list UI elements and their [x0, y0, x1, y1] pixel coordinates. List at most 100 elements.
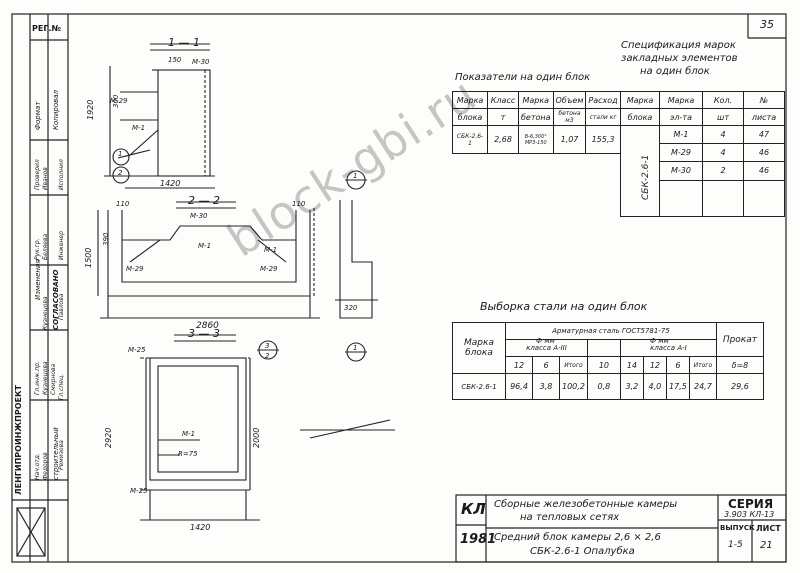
title-series: 3.903 КЛ-13: [724, 510, 775, 519]
indicators-header: Класс: [487, 91, 519, 109]
spec-header: Марка: [659, 91, 703, 109]
label-m1: М-1: [132, 124, 146, 132]
dim-390: 390: [102, 232, 110, 246]
spec-title-2: закладных элементов: [621, 53, 738, 64]
steel-dia: 14: [619, 356, 644, 374]
title-issue: 1-5: [728, 540, 743, 550]
dim-1920: 1920: [86, 99, 95, 120]
dim-110: 110: [292, 200, 306, 208]
indicators-cell: В-6,300° МРЗ-150: [518, 125, 554, 154]
steel-cell: 0,8: [586, 373, 621, 400]
strip-signer-label: Рук.гр.: [34, 238, 41, 260]
dim-320: 320: [344, 304, 358, 312]
spec-cell: 2: [702, 161, 744, 181]
dim-1420: 1420: [160, 179, 181, 188]
spec-subheader: блока: [620, 108, 660, 126]
spec-subheader: шт: [702, 108, 744, 126]
spec-subheader: эл-та: [659, 108, 703, 126]
label-m29: М-29: [126, 265, 144, 273]
label-m29: М-29: [260, 265, 278, 273]
steel-cell: 4,0: [642, 373, 667, 400]
dim-2920: 2920: [104, 427, 113, 448]
spec-cell: 4: [702, 124, 744, 145]
dim-2000: 2000: [252, 427, 261, 448]
strip-signer-name: Кузнецова: [42, 296, 49, 330]
indicators-subheader: бетона м3: [552, 108, 587, 126]
steel-cell: 100,2: [559, 373, 588, 400]
steel-prokat: Прокат: [715, 322, 764, 357]
steel-cell: СБК-2.6-1: [452, 373, 506, 400]
label-m30: М-30: [190, 212, 208, 220]
steel-dia: 10: [586, 356, 621, 374]
dim-1500: 1500: [84, 247, 93, 268]
label-r75: R=75: [178, 450, 198, 458]
steel-dia: 6: [665, 356, 690, 374]
label-m29: М-29: [110, 97, 128, 105]
strip-format-label: Формат: [34, 101, 42, 130]
strip-signer-name: Иванов: [42, 167, 49, 190]
strip-signer-name: Павлова: [58, 293, 65, 320]
label-m25: М-25: [128, 346, 146, 354]
dim-150: 150: [168, 56, 182, 64]
spec-title-1: Спецификация марок: [621, 40, 736, 51]
steel-cell: 3,2: [619, 373, 644, 400]
title-kl: КЛ: [461, 500, 486, 518]
reg-no: РЕГ.№: [32, 24, 62, 33]
indicators-cell: 1,07: [552, 125, 587, 154]
steel-cell: 29,6: [715, 373, 764, 400]
indicators-cell: 2,68: [487, 125, 519, 154]
steel-title: Выборка стали на один блок: [480, 300, 648, 313]
section-marker: 1: [118, 150, 123, 158]
spec-header: №: [743, 91, 785, 109]
title-line3: Средний блок камеры 2,6 × 2,6: [494, 532, 661, 543]
label-m1: М-1: [264, 246, 278, 254]
label-m25: М-25: [130, 487, 148, 495]
title-line4: СБК-2.6-1 Опалубка: [530, 546, 635, 557]
section-marker: 1: [353, 172, 358, 180]
spec-cell: М-30: [659, 161, 703, 181]
spec-cell: 46: [743, 143, 785, 163]
indicators-header: Расход: [585, 91, 621, 109]
spec-block-cell: СБК-2.6-1: [620, 125, 660, 217]
strip-org: ЛЕНГИПРОИНЖПРОЕКТ: [14, 385, 23, 495]
strip-signer-name: Беляева: [42, 233, 49, 260]
steel-cell: 24,7: [688, 373, 717, 400]
steel-class-a3-cont: [586, 339, 621, 357]
sheet-number: 35: [760, 18, 774, 31]
section-marker: 1: [353, 344, 358, 352]
steel-dia-label: Ф мм: [650, 337, 669, 345]
steel-col-mark: Марка блока: [452, 322, 506, 374]
label-m30: М-30: [192, 58, 210, 66]
indicators-header: Марка: [452, 91, 488, 109]
steel-dia: 6: [532, 356, 560, 374]
spec-cell: М-1: [659, 124, 703, 145]
strip-signer-label: Исполнил: [58, 159, 65, 190]
strip-signer-label: Нач.отд.: [34, 453, 41, 480]
section-marker: 2: [118, 169, 123, 177]
spec-table: Марка Марка Кол. № блока эл-та шт листа …: [620, 91, 785, 218]
indicators-title: Показатели на один блок: [455, 72, 591, 83]
section-1-title: 1 — 1: [168, 36, 200, 49]
section-marker: 3: [265, 342, 270, 350]
indicators-header: Объем: [552, 91, 587, 109]
dim-1420: 1420: [190, 523, 211, 532]
strip-signer-name: Федоров: [42, 452, 49, 480]
title-series-label: СЕРИЯ: [728, 497, 774, 511]
spec-header: Кол.: [702, 91, 744, 109]
steel-dia: Итого: [688, 356, 717, 374]
spec-block: СБК-2.6-1: [641, 154, 651, 200]
title-line2: на тепловых сетях: [520, 512, 620, 523]
spec-subheader: листа: [743, 108, 785, 126]
strip-signer-label: Гл.спец.: [58, 374, 65, 400]
title-issue-label: ВЫПУСК: [720, 524, 755, 532]
strip-changes-label: Изменения: [34, 259, 42, 300]
steel-dia-label: Ф мм: [536, 337, 555, 345]
steel-cell: 17,5: [665, 373, 690, 400]
section-marker: 2: [265, 352, 270, 360]
spec-title-3: на один блок: [640, 66, 710, 77]
spec-header: Марка: [620, 91, 660, 109]
steel-dia: Итого: [559, 356, 588, 374]
spec-cell: 47: [743, 124, 785, 145]
steel-table: Марка блока Арматурная сталь ГОСТ5781-75…: [452, 322, 764, 400]
